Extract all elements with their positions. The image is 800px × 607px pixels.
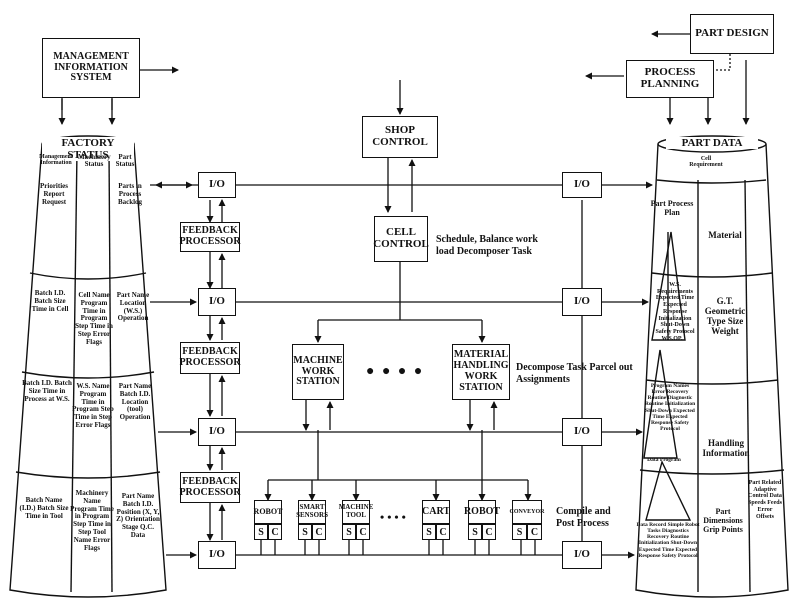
cell-control-label: CELL CONTROL	[373, 226, 429, 250]
io-left-1: I/O	[198, 172, 236, 198]
adaptive-control: Part Related Adaptive Control Data Speed…	[748, 480, 782, 520]
workstation-ellipsis: ● ● ● ●	[366, 364, 425, 379]
s-cell: S	[468, 524, 482, 540]
factory-r2-c3: Part Name Location (W.S.) Operation	[116, 291, 150, 323]
device-label: ROBOT	[463, 505, 501, 517]
factory-r1-c3: Parts in Process Backlog	[117, 182, 143, 206]
factory-r4-c1: Batch Name (I.D.) Batch Size Time in Too…	[19, 496, 69, 520]
part-data-header: Cell Requirement	[689, 156, 723, 169]
c-cell: C	[268, 524, 282, 540]
io-label: I/O	[209, 548, 225, 561]
s-cell: S	[422, 524, 436, 540]
factory-r2-c2: Cell Name Program Time in Program Step T…	[75, 291, 113, 346]
factory-header-mgmt: Management Information	[39, 154, 73, 167]
factory-header-machinery: Machinery Status	[78, 153, 111, 169]
c-cell: C	[482, 524, 496, 540]
factory-r4-c2: Machinery Name Program Time in Program S…	[70, 489, 114, 552]
factory-r4-c3: Part Name Batch I.D. Position (X, Y, Z) …	[116, 492, 160, 540]
feedback-processor-2: FEEDBACK PROCESSOR	[179, 342, 241, 374]
io-left-2: I/O	[198, 288, 236, 316]
shop-control-box: SHOP CONTROL	[362, 116, 438, 158]
material-ws-box: MATERIAL HANDLING WORK STATION	[452, 344, 510, 400]
feedback-processor-1: FEEDBACK PROCESSOR	[179, 222, 241, 252]
io-right-1: I/O	[562, 172, 602, 198]
factory-r1-c1: Priorities Report Request	[40, 182, 68, 206]
process-planning-box: PROCESS PLANNING	[626, 60, 714, 98]
io-label: I/O	[209, 425, 225, 438]
process-planning-label: PROCESS PLANNING	[640, 66, 700, 90]
data-program: Data Program	[647, 457, 681, 463]
c-cell: C	[312, 524, 326, 540]
s-cell: S	[342, 524, 356, 540]
factory-status-title: FACTORY STATUS	[42, 137, 134, 161]
machine-ws-label: MACHINE WORK STATION	[293, 354, 343, 388]
device-label: SMART SENSORS	[296, 503, 328, 519]
io-label: I/O	[574, 178, 590, 191]
part-design-box: PART DESIGN	[690, 14, 774, 54]
factory-r3-c1: Batch I.D. Batch Size Time in Process at…	[22, 379, 72, 403]
factory-r3-c2: W.S. Name Program Time in Program Step T…	[72, 382, 114, 430]
program-names: Program Names Error Recovery Routine Dia…	[644, 383, 696, 433]
feedback-processor-3: FEEDBACK PROCESSOR	[179, 472, 241, 503]
factory-r2-c1: Batch I.D. Batch Size Time in Cell	[31, 289, 69, 313]
workstation-note: Decompose Task Parcel out Assignments	[516, 362, 633, 385]
device-label: MACHINE TOOL	[338, 503, 374, 519]
cell-control-note: Schedule, Balance work load Decomposer T…	[436, 234, 538, 257]
mis-box: MANAGEMENT INFORMATION SYSTEM	[42, 38, 140, 98]
material-ws-label: MATERIAL HANDLING WORK STATION	[453, 349, 509, 393]
data-record: Data Record Simple Robot Tasks Diagnosti…	[636, 522, 700, 559]
shop-control-label: SHOP CONTROL	[372, 124, 428, 148]
s-cell: S	[298, 524, 312, 540]
part-data-title: PART DATA	[666, 137, 758, 149]
device-label: CART	[422, 505, 450, 517]
io-right-2: I/O	[562, 288, 602, 316]
gt-geometric: G.T. Geometric Type Size Weight	[704, 296, 746, 337]
device-label: ROBOT	[253, 507, 283, 516]
io-label: I/O	[209, 295, 225, 308]
part-dimensions: Part Dimensions Grip Points	[703, 507, 743, 534]
cell-control-box: CELL CONTROL	[373, 216, 429, 262]
feedback-label-3: FEEDBACK PROCESSOR	[179, 475, 241, 498]
io-left-3: I/O	[198, 418, 236, 446]
factory-r3-c3: Part Name Batch I.D. Location (tool) Ope…	[118, 382, 152, 422]
machine-ws-box: MACHINE WORK STATION	[292, 344, 344, 400]
io-label: I/O	[209, 178, 225, 191]
ws-requirements: W.S. Requirements Expected Time Expected…	[655, 282, 695, 336]
feedback-label-1: FEEDBACK PROCESSOR	[179, 225, 241, 247]
factory-header-part: Part Status	[115, 153, 135, 169]
part-material: Material	[708, 230, 742, 240]
handling-information: Handling Information	[702, 438, 750, 459]
c-cell: C	[527, 524, 542, 540]
io-right-3: I/O	[562, 418, 602, 446]
part-design-label: PART DESIGN	[695, 27, 769, 40]
compile-note: Compile and Post Process	[556, 506, 611, 529]
s-cell: S	[512, 524, 527, 540]
c-cell: C	[356, 524, 370, 540]
device-label: CONVEYOR	[509, 508, 545, 515]
io-label: I/O	[574, 425, 590, 438]
ws-op: W.S.OP.	[661, 336, 683, 342]
s-cell: S	[254, 524, 268, 540]
io-right-4: I/O	[562, 541, 602, 569]
c-cell: C	[436, 524, 450, 540]
io-label: I/O	[574, 295, 590, 308]
io-label: I/O	[574, 548, 590, 561]
io-left-4: I/O	[198, 541, 236, 569]
feedback-label-2: FEEDBACK PROCESSOR	[179, 346, 241, 368]
mis-label: MANAGEMENT INFORMATION SYSTEM	[53, 50, 129, 84]
part-process-plan: Part Process Plan	[650, 199, 694, 217]
device-ellipsis: • • • •	[380, 510, 406, 524]
